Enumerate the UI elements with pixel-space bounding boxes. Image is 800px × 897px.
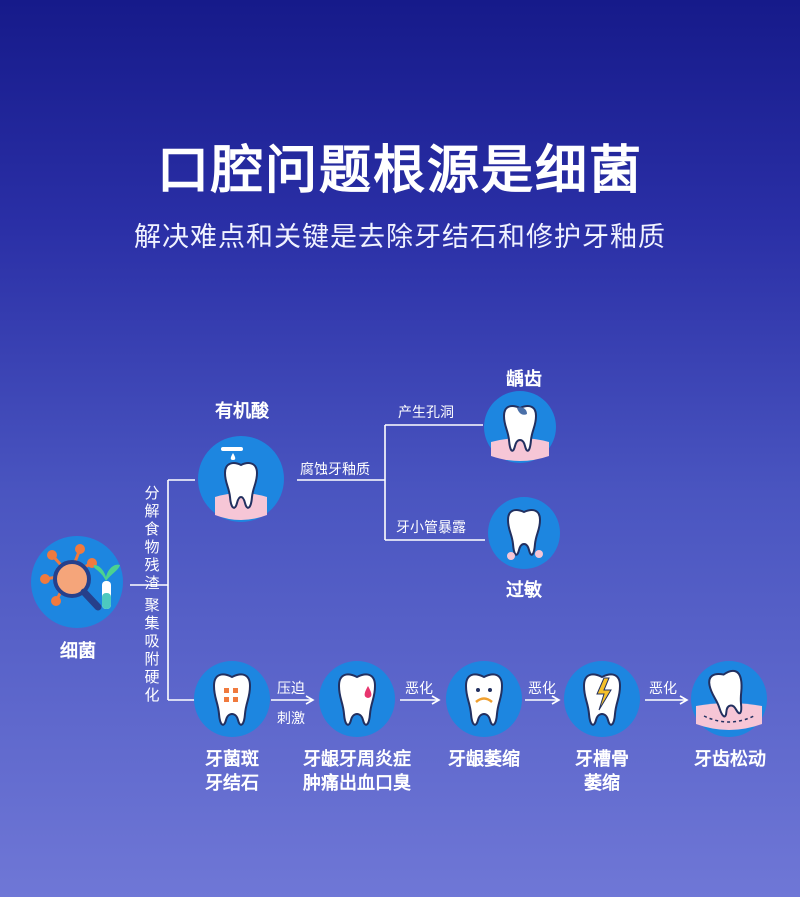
tooth-cavity-icon xyxy=(483,390,557,464)
tubule-edge-label: 牙小管暴露 xyxy=(396,520,466,536)
tooth-sensitive-icon xyxy=(487,496,561,570)
press-edge-label: 压迫 xyxy=(277,681,305,697)
tooth-inflamed-icon xyxy=(318,660,396,738)
chain-4-label: 牙槽骨 萎缩 xyxy=(575,749,629,794)
sensitive-label: 过敏 xyxy=(506,580,542,601)
tooth-acid-drop-icon xyxy=(197,435,285,523)
worsen-edge-label-1: 恶化 xyxy=(405,681,433,697)
chain-3-label: 牙龈萎缩 xyxy=(448,749,520,770)
bacteria-magnifier-icon xyxy=(30,535,125,630)
page-subtitle: 解决难点和关键是去除牙结石和修护牙釉质 xyxy=(134,222,666,253)
chain-1-label: 牙菌斑 牙结石 xyxy=(205,749,259,794)
root-label: 细菌 xyxy=(60,641,96,662)
stimulate-edge-label: 刺激 xyxy=(277,711,305,727)
page-title: 口腔问题根源是细菌 xyxy=(156,141,643,201)
tooth-plaque-icon xyxy=(193,660,271,738)
branch-top-label: 分解食物残渣 xyxy=(144,484,160,592)
cavity-label: 龋齿 xyxy=(506,369,542,390)
cavity-edge-label: 产生孔洞 xyxy=(398,405,454,421)
tooth-cracked-icon xyxy=(563,660,641,738)
acid-label: 有机酸 xyxy=(215,401,269,422)
chain-2-label: 牙龈牙周炎症 肿痛出血口臭 xyxy=(303,749,411,794)
worsen-edge-label-3: 恶化 xyxy=(649,681,677,697)
tooth-sad-icon xyxy=(445,660,523,738)
chain-5-label: 牙齿松动 xyxy=(694,749,766,770)
tooth-loose-icon xyxy=(690,660,768,738)
branch-bottom-label: 聚集吸附硬化 xyxy=(144,596,160,704)
erode-edge-label: 腐蚀牙釉质 xyxy=(300,462,370,478)
worsen-edge-label-2: 恶化 xyxy=(528,681,556,697)
